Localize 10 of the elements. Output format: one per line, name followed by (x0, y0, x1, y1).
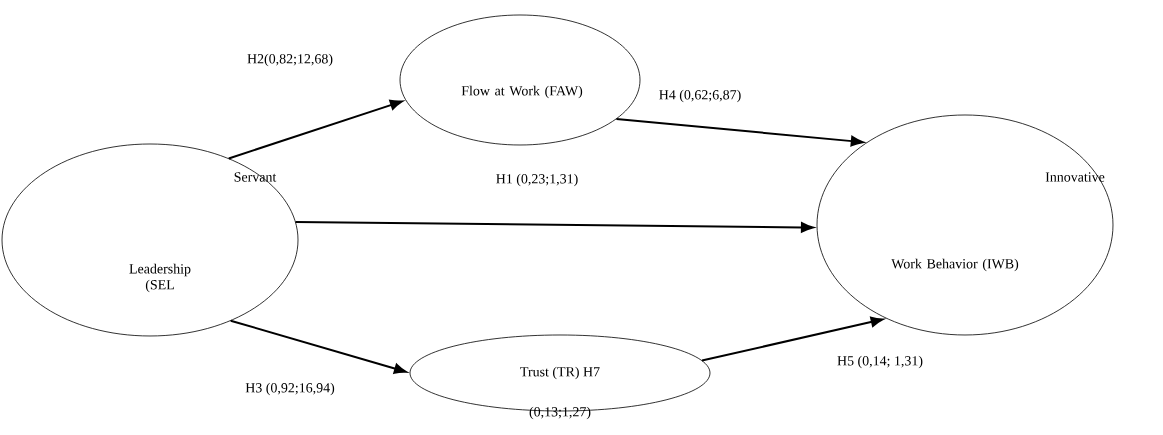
edge-label: H2(0,82;12,68) (246, 52, 334, 68)
edge-label: H5 (0,14; 1,31) (836, 354, 924, 370)
ellipse-node: Innovative Work Behavior (IWB) (816, 114, 1114, 336)
arrow (227, 99, 403, 160)
edge-label: H4 (0,62;6,87) (657, 88, 743, 104)
ellipse-node: Servant Leadership (SEL (1, 143, 299, 337)
arrow (229, 319, 407, 374)
ellipse-node: Flow at Work (FAW) (399, 14, 641, 146)
edge-label: H1 (0,23;1,31) (494, 172, 580, 188)
edge-label: H3 (0,92;16,94) (244, 381, 336, 397)
